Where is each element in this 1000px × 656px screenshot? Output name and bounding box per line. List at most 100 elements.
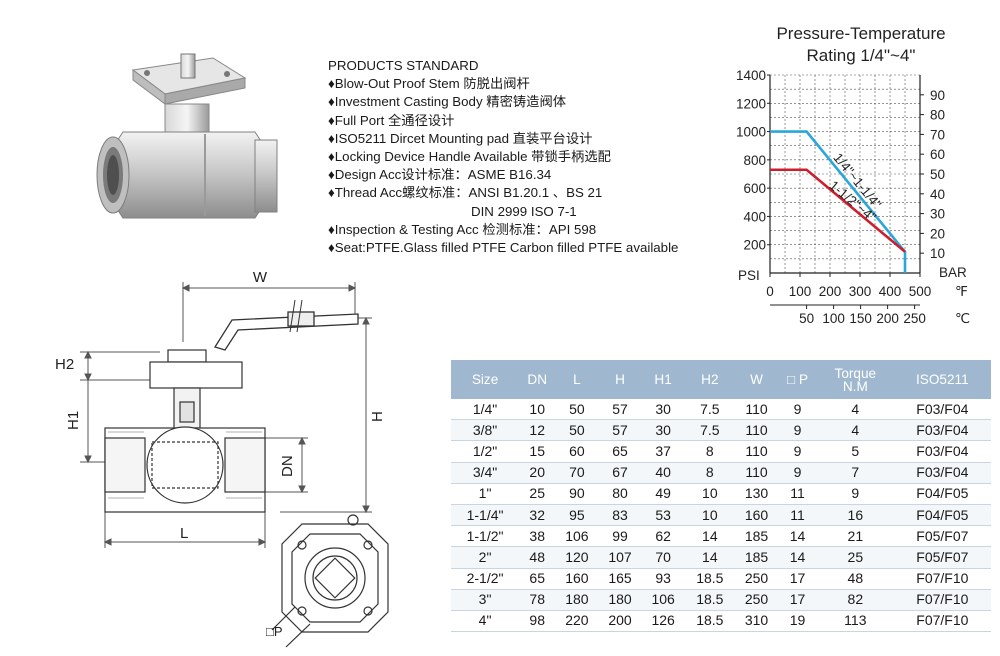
y-tick-label: 200	[743, 238, 766, 253]
table-cell: 110	[734, 419, 779, 442]
x-tick-label: 500	[909, 284, 932, 299]
table-cell: 130	[734, 483, 779, 505]
table-cell: 180	[598, 589, 642, 611]
column-header: Torque N.M	[816, 360, 894, 399]
y2-tick-label: 10	[930, 246, 945, 261]
table-cell: 15	[519, 440, 556, 463]
x-tick-label: 100	[789, 284, 812, 299]
x-tick-label: 300	[849, 284, 872, 299]
y-tick-label: 1200	[736, 96, 766, 111]
table-cell: 70	[641, 546, 685, 569]
table-cell: 120	[555, 546, 599, 569]
dim-label-w: W	[253, 269, 268, 286]
x2-tick-label: 200	[876, 311, 899, 326]
table-cell: 37	[641, 440, 685, 463]
table-cell: 12	[519, 419, 556, 442]
table-cell: 9	[778, 462, 817, 484]
table-cell: 4"	[451, 610, 520, 633]
table-cell: 11	[778, 483, 817, 505]
column-header: □ P	[778, 360, 817, 399]
table-cell: 9	[778, 399, 817, 421]
y-tick-label: 400	[743, 209, 766, 224]
table-cell: 1/2"	[451, 440, 520, 463]
standard-item: ♦Design Acc设计标准：ASME B16.34	[328, 167, 552, 183]
table-cell: 82	[816, 589, 894, 611]
column-header: H1	[641, 360, 685, 399]
table-cell: 106	[555, 525, 599, 548]
column-header: W	[734, 360, 779, 399]
table-cell: 11	[778, 504, 817, 527]
dim-label-h2: H2	[55, 356, 74, 373]
table-cell: 62	[641, 525, 685, 548]
table-cell: 4	[816, 399, 894, 421]
table-cell: 90	[555, 483, 599, 505]
table-cell: 14	[778, 546, 817, 569]
table-cell: 106	[641, 589, 685, 611]
table-cell: 95	[555, 504, 599, 527]
column-header: H2	[684, 360, 735, 399]
table-cell: 7	[816, 462, 894, 484]
series-line	[770, 130, 907, 273]
y2-tick-label: 20	[930, 226, 945, 241]
x-axis-unit: ℉	[955, 284, 968, 299]
table-cell: 185	[734, 525, 779, 548]
table-cell: 78	[519, 589, 556, 611]
dim-label-h: H	[369, 411, 386, 422]
table-cell: 2"	[451, 546, 520, 569]
table-cell: 8	[684, 440, 735, 463]
table-cell: 70	[555, 462, 599, 484]
table-cell: 50	[555, 419, 599, 442]
table-cell: 19	[778, 610, 817, 633]
table-cell: 8	[684, 462, 735, 484]
table-cell: 49	[641, 483, 685, 505]
table-cell: 80	[598, 483, 642, 505]
series-line	[770, 168, 906, 253]
table-cell: 160	[734, 504, 779, 527]
product-photo	[96, 53, 278, 219]
x2-tick-label: 150	[849, 311, 872, 326]
y-tick-label: 600	[743, 181, 766, 196]
table-cell: 10	[519, 399, 556, 421]
x-tick-label: 200	[819, 284, 842, 299]
column-header: DN	[519, 360, 556, 399]
standard-item: ♦Full Port 全通径设计	[328, 112, 455, 128]
table-cell: 65	[519, 568, 556, 590]
table-cell: 10	[684, 483, 735, 505]
table-cell: 21	[816, 525, 894, 548]
x2-tick-label: 250	[903, 311, 926, 326]
y-tick-label: 1000	[736, 125, 766, 140]
table-cell: 113	[816, 610, 894, 633]
table-cell: 17	[778, 568, 817, 590]
chart-subtitle: Rating 1/4"~4"	[807, 46, 916, 65]
chart-ticks: 2004006008001000120014001020304050607080…	[736, 68, 945, 326]
table-cell: 83	[598, 504, 642, 527]
table-cell: 18.5	[684, 568, 735, 590]
y-tick-label: 800	[743, 153, 766, 168]
table-cell: F07/F10	[893, 568, 991, 590]
table-cell: 30	[641, 399, 685, 421]
valve-dimension-drawing: W H H2 H1 DN L □P	[55, 269, 389, 648]
x2-axis-unit: ℃	[955, 311, 970, 326]
table-cell: 65	[598, 440, 642, 463]
table-cell: 1/4"	[451, 399, 520, 421]
column-header: Size	[451, 360, 520, 399]
table-cell: 53	[641, 504, 685, 527]
table-cell: 107	[598, 546, 642, 569]
table-cell: 200	[598, 610, 642, 633]
table-cell: 3/4"	[451, 462, 520, 484]
table-cell: F03/F04	[893, 419, 991, 442]
table-cell: 3"	[451, 589, 520, 611]
standard-item: ♦Investment Casting Body 精密铸造阀体	[328, 94, 567, 110]
table-cell: 110	[734, 399, 779, 421]
table-cell: 1-1/2"	[451, 525, 520, 548]
table-cell: 160	[555, 568, 599, 590]
